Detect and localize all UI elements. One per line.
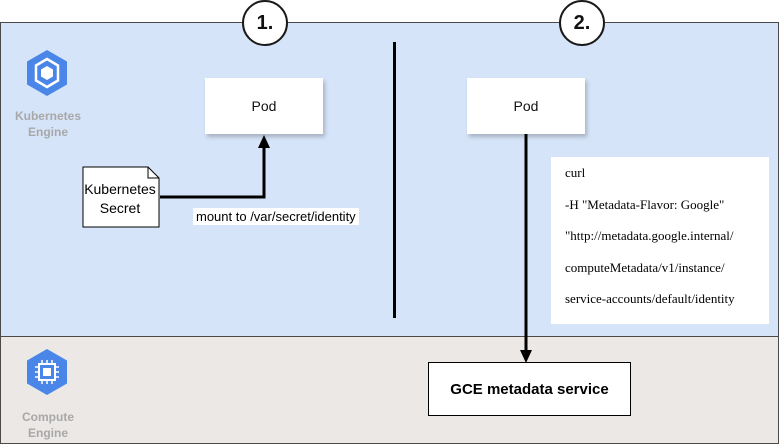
curl-command-box: curl -H "Metadata-Flavor: Google" "http:… — [551, 157, 769, 324]
kubernetes-secret-label-line1: Kubernetes — [84, 181, 156, 197]
kubernetes-secret-label-line2: Secret — [99, 200, 141, 216]
mount-path-label: mount to /var/secret/identity — [193, 208, 359, 225]
compute-engine-label-line1: Compute — [22, 410, 74, 424]
kubernetes-engine-label: Kubernetes Engine — [10, 108, 86, 140]
step-two-marker: 2. — [559, 0, 605, 46]
compute-engine-label: Compute Engine — [10, 409, 86, 441]
kubernetes-engine-label-line1: Kubernetes — [14, 109, 82, 123]
curl-line: computeMetadata/v1/instance/ — [565, 259, 725, 275]
step-one-marker: 1. — [242, 0, 288, 46]
kubernetes-engine-label-line2: Engine — [27, 125, 68, 139]
compute-engine-zone — [0, 336, 779, 444]
kubernetes-secret-note — [82, 166, 160, 228]
kubernetes-secret-label: Kubernetes Secret — [82, 180, 158, 218]
pod-step-two: Pod — [467, 78, 585, 134]
step-divider — [393, 42, 396, 318]
compute-engine-icon — [25, 348, 69, 401]
gce-metadata-service: GCE metadata service — [428, 362, 631, 416]
curl-line: curl — [565, 165, 586, 180]
pod-step-one: Pod — [205, 78, 323, 134]
kubernetes-engine-icon — [25, 49, 69, 102]
curl-line: "http://metadata.google.internal/ — [565, 228, 734, 243]
curl-line: -H "Metadata-Flavor: Google" — [565, 196, 725, 212]
curl-line: service-accounts/default/identity — [565, 291, 735, 306]
compute-engine-label-line2: Engine — [27, 426, 68, 440]
